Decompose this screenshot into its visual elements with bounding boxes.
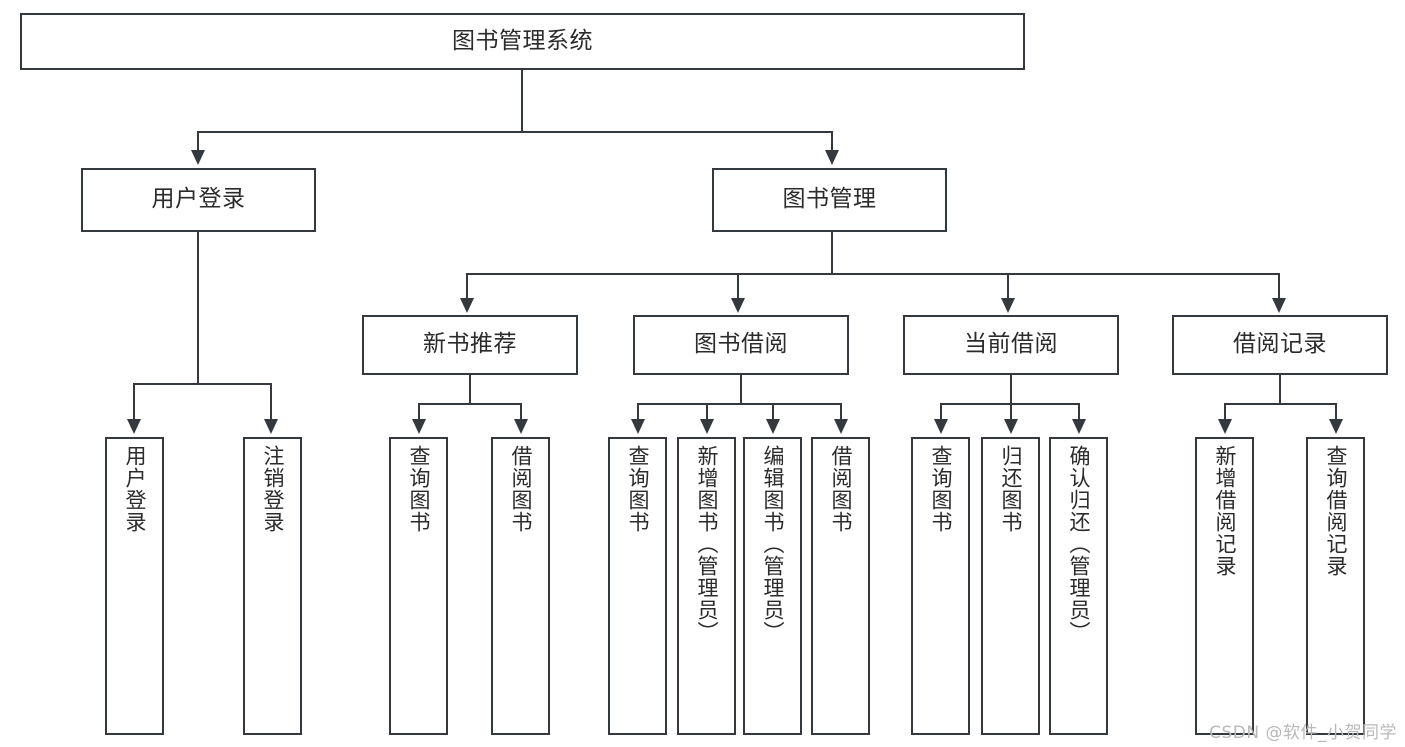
arrow-bb-to-leaf-0 — [631, 419, 645, 434]
node-label: 新增借阅记录 — [1212, 445, 1237, 577]
node-root-book-management-system[interactable]: 图书管理系统 — [20, 13, 1025, 70]
edge-bb-bus — [637, 403, 842, 405]
arrow-bb-to-leaf-1 — [700, 419, 714, 434]
csdn-watermark: CSDN @软件_小贺同学 — [1209, 723, 1397, 743]
node-leaf-query-book-cb[interactable]: 查询图书 — [911, 437, 970, 735]
edge-br-stem — [1279, 375, 1281, 404]
arrow-cb-to-leaf-1 — [1004, 419, 1018, 434]
edge-cb-to-leaf-0 — [940, 403, 942, 420]
node-label: 注销登录 — [260, 445, 285, 533]
arrow-bb-to-leaf-3 — [834, 419, 848, 434]
node-current-borrow[interactable]: 当前借阅 — [903, 315, 1119, 375]
edge-book-management-stem — [831, 232, 833, 274]
edge-cb-stem — [1010, 375, 1012, 404]
node-label: 借阅记录 — [1233, 331, 1327, 358]
edge-bb-to-leaf-0 — [637, 403, 639, 420]
arrow-br-to-leaf-1 — [1329, 419, 1343, 434]
node-leaf-edit-book-admin[interactable]: 编辑图书（管理员） — [743, 437, 802, 735]
node-label: 当前借阅 — [964, 331, 1058, 358]
edge-bb-to-leaf-1 — [706, 403, 708, 420]
node-new-book-recommend[interactable]: 新书推荐 — [362, 315, 578, 375]
edge-nbr-to-leaf-1 — [520, 403, 522, 420]
edge-bm-to-level3-2 — [1007, 273, 1009, 300]
edge-cb-to-leaf-2 — [1078, 403, 1080, 420]
node-book-management[interactable]: 图书管理 — [712, 168, 947, 232]
node-label: 图书借阅 — [694, 331, 788, 358]
arrow-cb-to-leaf-2 — [1072, 419, 1086, 434]
edge-br-to-leaf-0 — [1224, 403, 1226, 420]
edge-nbr-to-leaf-0 — [418, 403, 420, 420]
node-label: 查询图书 — [406, 445, 431, 533]
edge-user-login-bus — [133, 383, 270, 385]
node-label: 借阅图书 — [508, 445, 533, 533]
node-label: 查询图书 — [928, 445, 953, 533]
edge-br-bus — [1224, 403, 1337, 405]
edge-user-login-stem — [197, 232, 199, 384]
node-label: 图书管理 — [782, 186, 877, 213]
arrow-bm-to-level3-2 — [1001, 298, 1015, 313]
edge-book-management-bus — [466, 273, 1280, 275]
node-leaf-query-borrow-record[interactable]: 查询借阅记录 — [1306, 437, 1365, 735]
node-book-borrow[interactable]: 图书借阅 — [633, 315, 849, 375]
node-label: 用户登录 — [151, 186, 246, 213]
edge-root-bus — [197, 131, 833, 133]
arrow-bb-to-leaf-2 — [766, 419, 780, 434]
edge-cb-to-leaf-1 — [1010, 403, 1012, 420]
node-label: 查询图书 — [625, 445, 650, 533]
node-leaf-query-book-bb[interactable]: 查询图书 — [608, 437, 667, 735]
edge-user-login-to-leaf-0 — [133, 383, 135, 420]
arrow-user-login-to-leaf-0 — [127, 419, 141, 434]
arrow-bm-to-level3-3 — [1272, 298, 1286, 313]
edge-root-to-user-login — [197, 131, 199, 153]
arrow-cb-to-leaf-0 — [934, 419, 948, 434]
edge-bb-to-leaf-3 — [840, 403, 842, 420]
node-leaf-confirm-return-admin[interactable]: 确认归还（管理员） — [1049, 437, 1108, 735]
arrow-root-to-user-login — [191, 150, 205, 165]
node-leaf-logout[interactable]: 注销登录 — [243, 437, 302, 735]
arrow-nbr-to-leaf-0 — [412, 419, 426, 434]
node-user-login[interactable]: 用户登录 — [81, 168, 316, 232]
node-leaf-user-login[interactable]: 用户登录 — [105, 437, 164, 735]
edge-user-login-to-leaf-1 — [270, 383, 272, 420]
node-label: 新增图书（管理员） — [694, 445, 719, 643]
node-label: 图书管理系统 — [452, 27, 593, 54]
arrow-bm-to-level3-0 — [460, 298, 474, 313]
arrow-br-to-leaf-0 — [1218, 419, 1232, 434]
arrow-bm-to-level3-1 — [731, 298, 745, 313]
node-leaf-borrow-book-bb[interactable]: 借阅图书 — [811, 437, 870, 735]
edge-bm-to-level3-1 — [737, 273, 739, 300]
node-label: 归还图书 — [998, 445, 1023, 533]
node-leaf-add-book-admin[interactable]: 新增图书（管理员） — [677, 437, 736, 735]
arrow-nbr-to-leaf-1 — [514, 419, 528, 434]
edge-root-stem — [521, 70, 523, 132]
node-leaf-borrow-book-nbr[interactable]: 借阅图书 — [491, 437, 550, 735]
node-label: 新书推荐 — [423, 331, 517, 358]
arrow-root-to-book-management — [825, 150, 839, 165]
node-label: 编辑图书（管理员） — [760, 445, 785, 643]
node-borrow-record[interactable]: 借阅记录 — [1172, 315, 1388, 375]
node-label: 用户登录 — [122, 445, 147, 533]
node-label: 查询借阅记录 — [1323, 445, 1348, 577]
edge-bm-to-level3-0 — [466, 273, 468, 300]
node-leaf-add-borrow-record[interactable]: 新增借阅记录 — [1195, 437, 1254, 735]
node-label: 确认归还（管理员） — [1066, 445, 1091, 643]
edge-nbr-bus — [418, 403, 522, 405]
edge-bb-stem — [740, 375, 742, 404]
node-leaf-return-book[interactable]: 归还图书 — [981, 437, 1040, 735]
edge-bb-to-leaf-2 — [772, 403, 774, 420]
edge-nbr-stem — [469, 375, 471, 404]
node-label: 借阅图书 — [828, 445, 853, 533]
edge-root-to-book-management — [831, 131, 833, 153]
edge-br-to-leaf-1 — [1335, 403, 1337, 420]
node-leaf-query-book-nbr[interactable]: 查询图书 — [389, 437, 448, 735]
arrow-user-login-to-leaf-1 — [264, 419, 278, 434]
edge-bm-to-level3-3 — [1278, 273, 1280, 300]
